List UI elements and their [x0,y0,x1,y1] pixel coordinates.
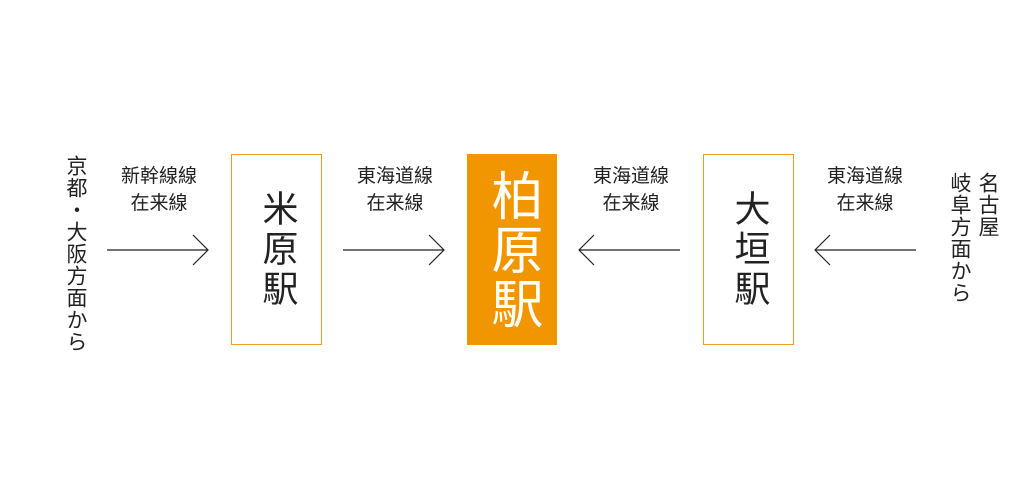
route-label-tokaido-left-line1: 東海道線 [356,165,433,187]
route-label-shinkansen-line1: 新幹線線 [120,165,197,187]
station-maibara: 米原駅 [231,154,322,345]
route-label-tokaido-left-line2: 在来線 [366,192,424,214]
station-kashiwabara-name: 柏原駅 [482,168,542,331]
route-label-tokaido-right: 東海道線 在来線 [802,163,928,217]
origin-nagoya-line2: 岐阜方面から [948,172,972,304]
origin-kyoto-osaka: 京都・大阪方面から [64,155,88,353]
station-maibara-name: 米原駅 [256,189,298,310]
route-label-tokaido-right-line1: 東海道線 [826,165,903,187]
route-label-tokaido-right-line2: 在来線 [836,192,894,214]
origin-nagoya-gifu: 名古屋 岐阜方面から [944,172,1000,332]
station-ogaki-name: 大垣駅 [728,189,770,310]
station-kashiwabara: 柏原駅 [467,154,557,345]
route-label-tokaido-mid: 東海道線 在来線 [568,163,694,217]
route-label-shinkansen: 新幹線線 在来線 [96,163,222,217]
origin-nagoya-line1: 名古屋 [976,172,1000,238]
arrow-left-2 [814,234,916,266]
arrow-right-2 [343,234,445,266]
route-label-tokaido-left: 東海道線 在来線 [332,163,458,217]
station-ogaki: 大垣駅 [703,154,794,345]
arrow-right-1 [107,234,209,266]
route-label-tokaido-mid-line1: 東海道線 [592,165,669,187]
route-label-tokaido-mid-line2: 在来線 [602,192,660,214]
arrow-left-1 [578,234,680,266]
route-label-shinkansen-line2: 在来線 [130,192,188,214]
